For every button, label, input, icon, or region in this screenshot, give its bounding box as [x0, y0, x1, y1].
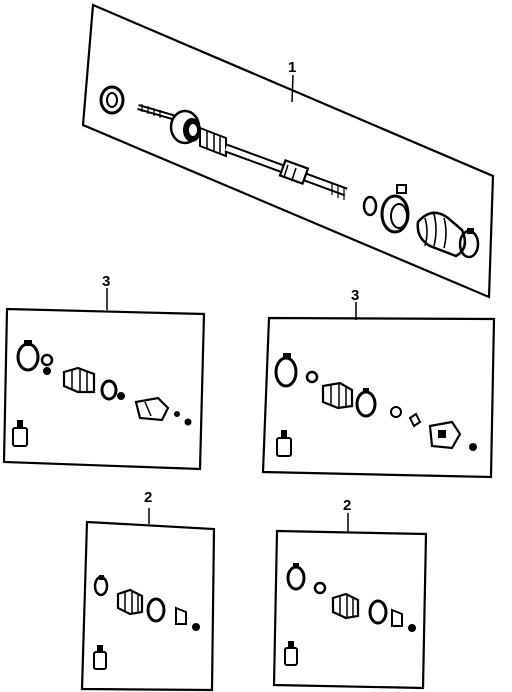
callout-2-right: 2	[343, 497, 351, 514]
callout-2-left: 2	[144, 489, 152, 506]
inner-joint-kit-right-panel: 3	[261, 287, 496, 479]
outer-joint-kit-right-panel: 2	[272, 497, 428, 690]
callout-1: 1	[288, 59, 296, 76]
grease-tube-icon	[284, 641, 298, 666]
boot-clamp-icon	[380, 184, 410, 234]
axle-assembly-panel: 1	[81, 3, 495, 299]
grease-tube-icon	[12, 420, 28, 447]
outer-joint-kit-left-panel: 2	[80, 489, 216, 692]
inner-joint-kit-left-panel: 3	[2, 273, 206, 471]
grease-tube-icon	[93, 645, 107, 670]
outer-boot-icon	[416, 211, 467, 258]
circlip-icon	[362, 195, 378, 217]
seal-ring-icon	[99, 85, 125, 115]
cv-joint-kit-icon	[16, 340, 192, 426]
callout-3-left: 3	[102, 273, 110, 290]
drive-axle-shaft-icon	[137, 104, 348, 200]
grease-tube-icon	[276, 430, 292, 457]
callout-3-right: 3	[351, 287, 359, 304]
cv-joint-kit-icon	[274, 353, 477, 451]
cv-joint-kit-icon	[286, 563, 416, 632]
cv-joint-kit-icon	[93, 575, 200, 631]
outer-clamp-icon	[458, 228, 480, 259]
